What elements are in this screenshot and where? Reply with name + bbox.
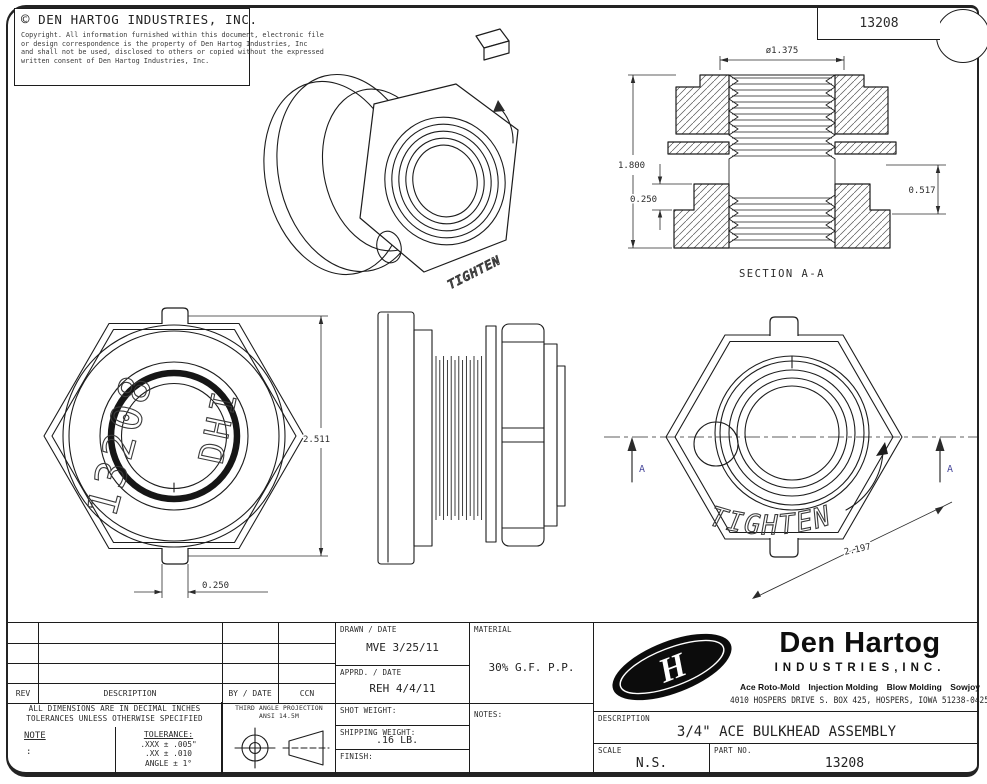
revision-row [8,663,335,684]
front-tab-bottom [161,548,189,565]
section-arrow-label-left: A [639,464,645,475]
notes-label: NOTES: [474,710,503,719]
copyright-block: © DEN HARTOG INDUSTRIES, INC. Copyright.… [14,8,324,86]
material-label: MATERIAL [474,625,512,634]
scale-label: SCALE [598,746,622,755]
third-angle-projection-symbol [234,727,330,769]
dimensions-note: ALL DIMENSIONS ARE IN DECIMAL INCHES TOL… [8,702,222,727]
shipping-weight-label: SHIPPING WEIGHT: [340,728,416,737]
side-view-drawing [377,311,566,565]
company-divisions: Ace Roto-Mold Injection Molding Blow Mol… [740,682,980,692]
description-value: 3/4" ACE BULKHEAD ASSEMBLY [676,724,897,740]
drawn-label: DRAWN / DATE [340,625,397,634]
company-name: Den Hartog [779,627,941,659]
tolerance-cell: TOLERANCE: .XXX ± .005" .XX ± .010 ANGLE… [115,727,222,774]
finish-label: FINISH: [340,752,374,761]
material-cell: MATERIAL 30% G.F. P.P. [470,622,594,704]
dim-across-corners: 2.197 [843,542,872,557]
tighten-direction-arrow [845,450,884,511]
division-label: Ace Roto-Mold [740,682,800,692]
note-label: NOTE [24,731,46,741]
ccn-header: CCN [299,688,315,698]
by-date-header: BY / DATE [222,683,279,703]
company-address: 4010 HOSPERS DRIVE S. BOX 425, HOSPERS, … [730,696,987,706]
sheet-border-frame [6,5,979,777]
den-hartog-logo-mark: H [612,633,732,701]
projection-cell: THIRD ANGLE PROJECTION ANSI 14.5M [222,702,336,774]
dim-thread-dia: ø1.375 [766,46,799,56]
back-view-drawing: TIGHTEN A A 2.197 [604,316,977,599]
division-label: Injection Molding [808,682,879,692]
back-tab-bottom [769,538,799,558]
copyright-line: Copyright. All information furnished wit… [21,31,324,39]
back-tab-top [769,316,799,336]
copyright-line: or design correspondence is the property… [21,39,308,48]
revision-header-row: REV DESCRIPTION BY / DATE CCN [8,683,335,704]
tolerance-angle: ANGLE ± 1° [145,758,192,768]
sheet-part-number: 13208 [859,16,899,31]
shipping-weight-value: .16 LB. [376,735,419,746]
copyright-line: and shall not be used, disclosed to othe… [21,48,324,57]
dim-front-overall: 2.511 [303,435,330,445]
sheet-part-number-box: 13208 [817,8,940,40]
shipping-weight-cell: SHIPPING WEIGHT: .16 LB. [336,726,470,750]
company-header: © DEN HARTOG INDUSTRIES, INC. [21,12,257,28]
section-arrow-label-right: A [947,464,953,475]
shot-weight-cell: SHOT WEIGHT: [336,704,470,726]
note-cell: NOTE : [8,727,115,774]
description-header: DESCRIPTION [38,683,223,703]
dim-front-tab: 0.250 [202,581,229,591]
front-view-drawing: 13208 DHI 2.511 0.250 [43,307,332,598]
revision-balloon-circle [936,9,987,63]
approved-label: APPRD. / DATE [340,668,402,677]
scale-value: N.S. [635,756,668,771]
drawn-cell: DRAWN / DATE MVE 3/25/11 [336,622,470,666]
notes-cell: NOTES: [470,704,594,774]
projection-line2: ANSI 14.5M [259,713,299,720]
revision-row [8,643,335,664]
finish-cell: FINISH: [336,750,470,774]
description-cell: DESCRIPTION 3/4" ACE BULKHEAD ASSEMBLY [594,712,979,744]
division-label: Sowjoy [950,682,980,692]
section-view-drawing: ø1.375 1.800 0.250 0.517 SECTION A-A [617,45,946,280]
part-no-label: PART NO. [714,746,752,755]
front-tab-top [161,307,189,324]
approved-cell: APPRD. / DATE REH 4/4/11 [336,666,470,704]
dim-overall-height: 1.800 [618,161,645,171]
dim-depth: 0.517 [908,186,935,196]
front-part-number-emboss: 13208 [77,367,162,521]
section-view-label: SECTION A-A [739,268,825,280]
drawn-value: MVE 3/25/11 [366,641,439,654]
scale-cell: SCALE N.S. [594,744,710,774]
material-value: 30% G.F. P.P. [488,661,575,674]
tolerance-xxx: .XXX ± .005" [140,739,197,749]
company-logo-block: H Den Hartog INDUSTRIES,INC. Ace Roto-Mo… [594,622,987,712]
company-type-line: INDUSTRIES,INC. [774,662,946,674]
part-no-value: 13208 [824,756,865,771]
tolerance-label: TOLERANCE: [143,729,194,739]
projection-line1: THIRD ANGLE PROJECTION [235,705,323,712]
tolerance-xx: .XX ± .010 [145,749,192,758]
division-label: Blow Molding [886,682,942,692]
shot-weight-label: SHOT WEIGHT: [340,706,397,715]
revision-table: REV DESCRIPTION BY / DATE CCN [8,622,336,704]
description-label: DESCRIPTION [598,714,650,723]
dim-flange-thickness: 0.250 [630,195,657,205]
part-no-cell: PART NO. 13208 [710,744,979,774]
rev-header: REV [8,683,39,703]
isometric-view-drawing: TIGHTEN [263,28,519,292]
copyright-symbol: © [21,12,31,28]
revision-row [8,623,335,644]
note-value: : [26,747,32,757]
front-brand-emboss: DHI [192,384,247,467]
copyright-text: Copyright. All information furnished wit… [21,31,324,65]
company-header-title: DEN HARTOG INDUSTRIES, INC. [38,12,258,27]
approved-value: REH 4/4/11 [369,682,436,695]
copyright-line: written consent of Den Hartog Industries… [21,56,210,65]
